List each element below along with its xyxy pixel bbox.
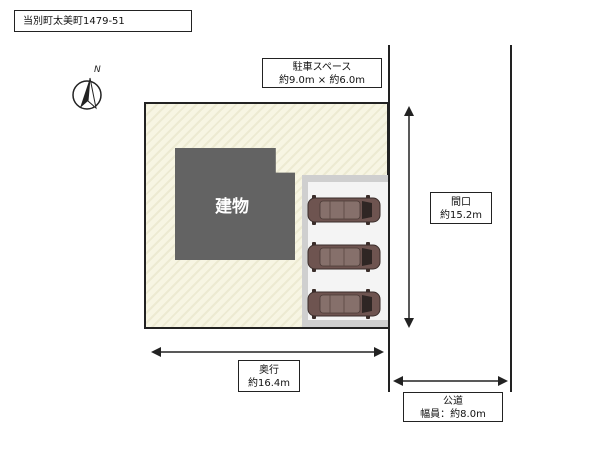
depth-title: 奥行 — [259, 365, 279, 376]
depth-label: 奥行 約16.4m — [238, 360, 300, 392]
compass-north-icon — [72, 77, 102, 110]
road-width: 幅員：約8.0m — [420, 409, 486, 420]
car-icon — [307, 195, 381, 225]
road-width-arrow — [393, 376, 508, 386]
road-title: 公道 — [443, 396, 463, 407]
frontage-dimension-arrow — [404, 106, 414, 328]
depth-value: 約16.4m — [247, 378, 290, 389]
parking-size: 約9.0m × 約6.0m — [278, 75, 366, 86]
frontage-title: 間口 — [451, 197, 471, 208]
road-label: 公道 幅員：約8.0m — [403, 392, 503, 422]
north-label: N — [94, 65, 101, 75]
car-icon — [307, 289, 381, 319]
depth-dimension-arrow — [151, 347, 384, 357]
frontage-label: 間口 約15.2m — [430, 192, 492, 224]
address-label: 当別町太美町1479-51 — [14, 10, 192, 32]
parking-space-label: 駐車スペース 約9.0m × 約6.0m — [262, 58, 382, 88]
building-label: 建物 — [215, 197, 249, 217]
parking-title: 駐車スペース — [292, 62, 352, 73]
building-footprint — [175, 148, 295, 260]
frontage-value: 約15.2m — [439, 210, 482, 221]
car-icon — [307, 242, 381, 272]
